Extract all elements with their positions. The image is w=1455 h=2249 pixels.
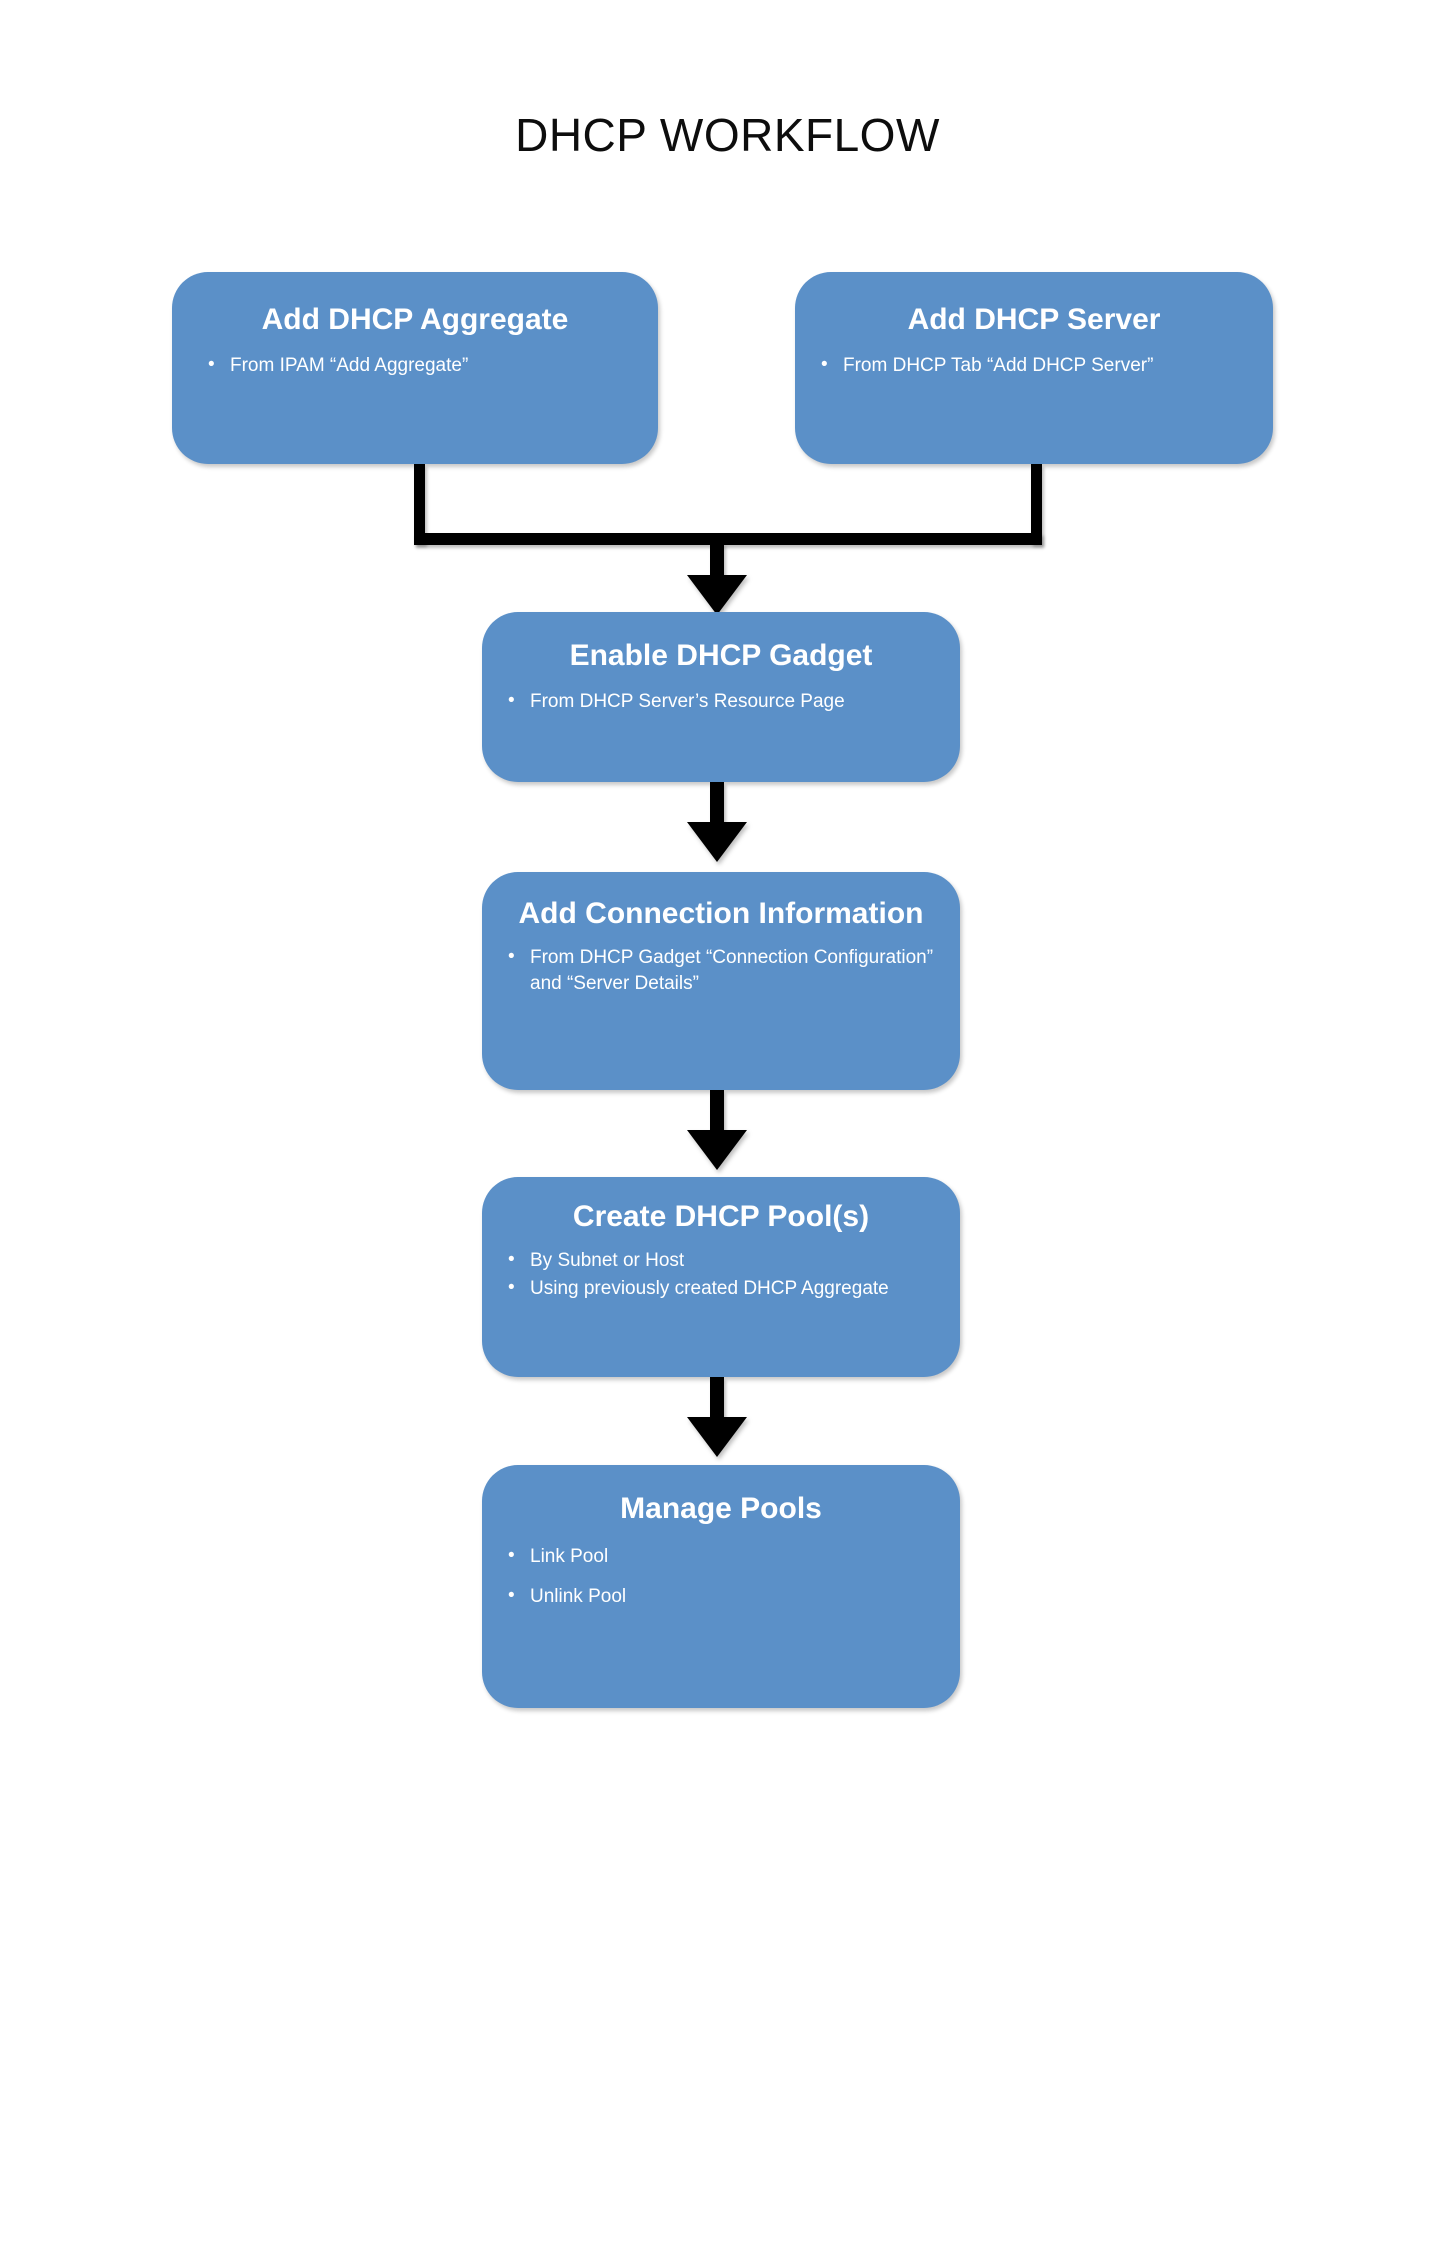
list-item: By Subnet or Host [504, 1247, 960, 1274]
arrow-stem-to-manage-pools [710, 1377, 724, 1427]
arrow-stem-to-add-connection [710, 782, 724, 830]
node-title: Manage Pools [620, 1492, 822, 1525]
arrow-head-to-create-pools [687, 1130, 747, 1170]
node-title: Create DHCP Pool(s) [572, 1200, 870, 1233]
arrow-stem-to-create-pools [710, 1090, 724, 1138]
connector-left-riser [414, 464, 425, 544]
flow-node-add-dhcp-aggregate[interactable]: Add DHCP Aggregate From IPAM “Add Aggreg… [172, 272, 658, 464]
node-title: Enable DHCP Gadget [569, 639, 873, 672]
node-bullet-list: By Subnet or Host Using previously creat… [482, 1247, 960, 1302]
node-title: Add DHCP Aggregate [261, 303, 569, 336]
connector-merge-bar [414, 533, 1042, 545]
flow-node-enable-dhcp-gadget[interactable]: Enable DHCP Gadget From DHCP Server’s Re… [482, 612, 960, 782]
flow-node-create-dhcp-pools[interactable]: Create DHCP Pool(s) By Subnet or Host Us… [482, 1177, 960, 1377]
list-item: From IPAM “Add Aggregate” [204, 352, 658, 379]
flow-node-manage-pools[interactable]: Manage Pools Link Pool Unlink Pool [482, 1465, 960, 1708]
node-title: Add Connection Information [518, 897, 924, 930]
node-bullet-list: Link Pool Unlink Pool [482, 1543, 960, 1610]
node-title: Add DHCP Server [907, 303, 1161, 336]
list-item: Using previously created DHCP Aggregate [504, 1275, 960, 1302]
page-title: DHCP WORKFLOW [515, 109, 940, 161]
arrow-stem-to-enable-gadget [710, 543, 724, 583]
arrow-head-to-add-connection [687, 822, 747, 862]
arrow-head-to-manage-pools [687, 1417, 747, 1457]
node-bullet-list: From IPAM “Add Aggregate” [172, 352, 658, 379]
list-item: Unlink Pool [504, 1583, 960, 1610]
node-bullet-list: From DHCP Gadget “Connection Configurati… [482, 944, 960, 996]
connector-right-riser [1031, 464, 1042, 544]
arrow-head-to-enable-gadget [687, 575, 747, 615]
list-item: From DHCP Server’s Resource Page [504, 688, 960, 715]
node-bullet-list: From DHCP Server’s Resource Page [482, 688, 960, 715]
node-bullet-list: From DHCP Tab “Add DHCP Server” [795, 352, 1273, 379]
flow-node-add-connection-information[interactable]: Add Connection Information From DHCP Gad… [482, 872, 960, 1090]
list-item: From DHCP Tab “Add DHCP Server” [817, 352, 1273, 379]
flow-node-add-dhcp-server[interactable]: Add DHCP Server From DHCP Tab “Add DHCP … [795, 272, 1273, 464]
list-item: From DHCP Gadget “Connection Configurati… [504, 944, 960, 996]
list-item: Link Pool [504, 1543, 960, 1570]
